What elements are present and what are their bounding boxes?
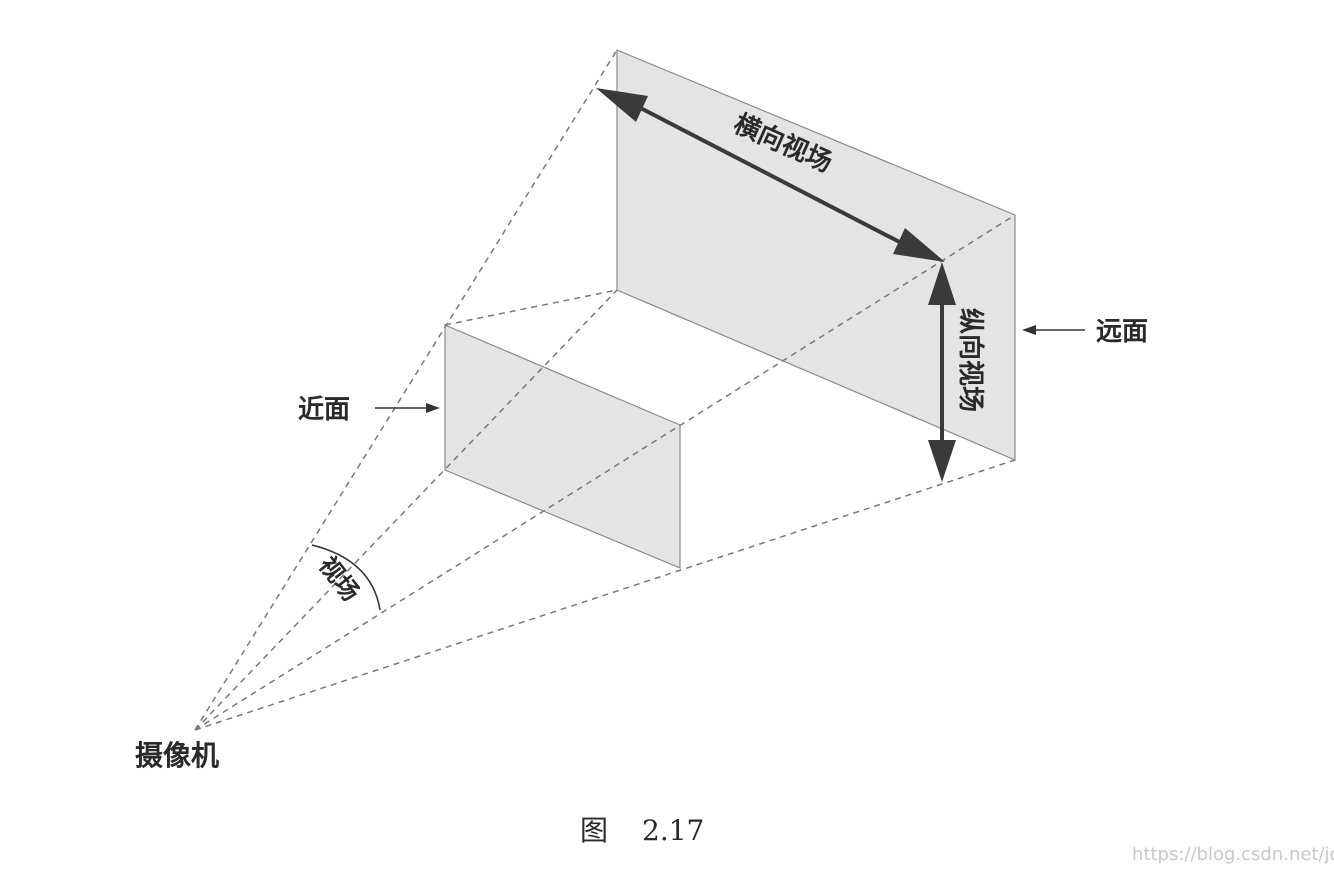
horizontal-fov-arrow bbox=[596, 88, 945, 262]
near-plane-label: 近面 bbox=[298, 395, 350, 425]
far-plane-pointer bbox=[1022, 325, 1085, 335]
figure-caption-number: 2.17 bbox=[642, 814, 704, 847]
fov-label: 视场 bbox=[313, 551, 365, 606]
frustum-edges bbox=[194, 49, 1016, 731]
vertical-fov-arrow bbox=[928, 262, 956, 482]
vertical-fov-label: 纵向视场 bbox=[955, 308, 986, 412]
near-plane-pointer bbox=[375, 403, 440, 413]
near-plane bbox=[444, 324, 681, 569]
camera-label: 摄像机 bbox=[135, 739, 219, 772]
fov-arc bbox=[311, 544, 381, 611]
watermark: https://blog.csdn.net/jdk137 bbox=[1132, 844, 1334, 865]
figure-caption-prefix: 图 bbox=[580, 814, 608, 847]
far-plane-label: 远面 bbox=[1096, 317, 1148, 347]
